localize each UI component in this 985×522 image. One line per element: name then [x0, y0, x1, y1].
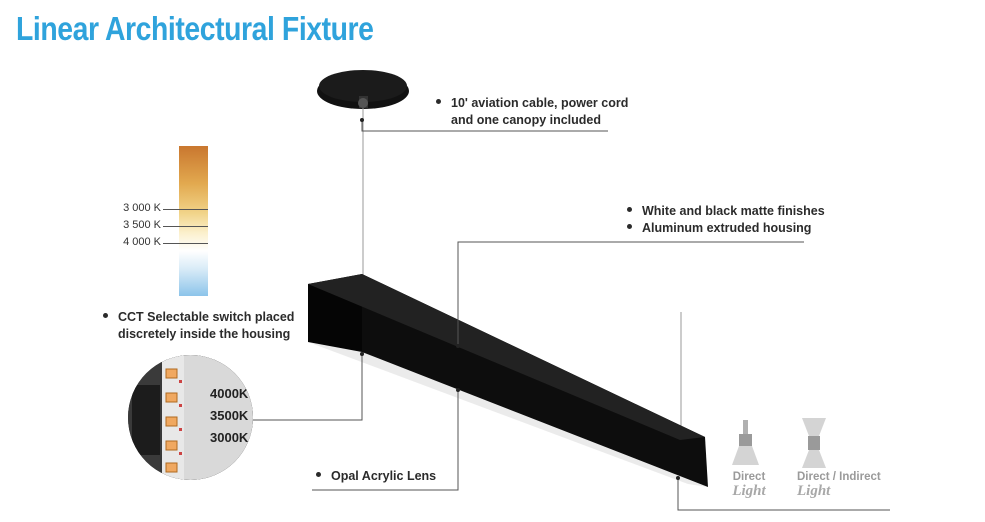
indirect-light-caption: Direct / Indirect Light [797, 471, 881, 499]
cct-tick-3500 [163, 226, 208, 227]
bullet-icon [627, 224, 632, 230]
cct-label-3500: 3 500 K [123, 219, 161, 231]
canopy-icon [317, 70, 409, 109]
page-title: Linear Architectural Fixture [16, 10, 374, 47]
bullet-icon [316, 472, 321, 478]
zoom-label-3000: 3000K [210, 430, 249, 445]
zoom-label-3500: 3500K [210, 408, 249, 423]
cct-tick-3000 [163, 209, 208, 210]
cct-color-gradient [179, 146, 208, 296]
opal-lens [308, 342, 708, 487]
cct-label-3000: 3 000 K [123, 202, 161, 214]
cct-switch-closeup: 4000K 3500K 3000K [128, 355, 253, 480]
leader-lines [253, 120, 890, 511]
callout-cable: 10' aviation cable, power cord and one c… [436, 95, 628, 129]
callout-cct-switch: CCT Selectable switch placed discretely … [103, 309, 294, 343]
linear-fixture [308, 274, 708, 487]
direct-light-caption: Direct Light [732, 471, 766, 499]
zoom-label-4000: 4000K [210, 386, 249, 401]
callout-finishes: White and black matte finishes Aluminum … [627, 203, 825, 237]
callout-lens: Opal Acrylic Lens [316, 468, 436, 485]
bullet-icon [436, 99, 441, 105]
bullet-icon [103, 313, 108, 319]
direct-indirect-light-icon [802, 418, 826, 468]
cct-tick-4000 [163, 243, 208, 244]
direct-light-icon [732, 420, 759, 465]
bullet-icon [627, 207, 632, 213]
cct-label-4000: 4 000 K [123, 236, 161, 248]
